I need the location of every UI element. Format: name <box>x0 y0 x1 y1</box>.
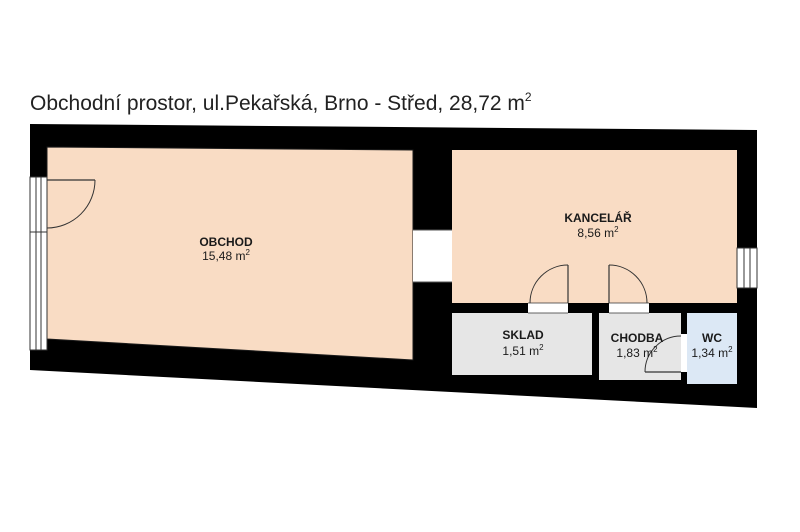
plan-title-superscript: 2 <box>524 90 532 104</box>
window-right <box>736 247 758 289</box>
room-chodba-floor <box>599 313 681 380</box>
room-wc-name: WC <box>702 331 722 345</box>
room-chodba-area: 1,83 m2 <box>616 345 658 360</box>
room-sklad-area: 1,51 m2 <box>502 343 544 358</box>
room-chodba-area-value: 1,83 m <box>616 346 653 360</box>
plan-title-text: Obchodní prostor, ul.Pekařská, Brno - St… <box>30 92 525 115</box>
door-sklad <box>528 264 569 314</box>
room-obchod-area-sup: 2 <box>245 248 250 257</box>
room-wc-area-value: 1,34 m <box>691 346 728 360</box>
room-obchod-floor <box>47 147 413 360</box>
room-chodba-area-sup: 2 <box>653 345 658 354</box>
room-kancelar-floor <box>452 150 737 303</box>
room-sklad-name: SKLAD <box>502 328 544 342</box>
room-obchod-area-value: 15,48 m <box>202 249 245 263</box>
plan-title: Obchodní prostor, ul.Pekařská, Brno - St… <box>30 90 532 116</box>
entrance-window-left <box>29 176 48 351</box>
room-chodba-name: CHODBA <box>611 331 664 345</box>
room-obchod-name: OBCHOD <box>199 235 253 249</box>
room-sklad-floor <box>452 313 592 375</box>
room-kancelar-area: 8,56 m2 <box>577 225 619 240</box>
room-wc-area-sup: 2 <box>728 345 733 354</box>
room-wc-area: 1,34 m2 <box>691 345 733 360</box>
room-kancelar-area-value: 8,56 m <box>577 226 614 240</box>
room-sklad-area-sup: 2 <box>539 343 544 352</box>
room-kancelar-area-sup: 2 <box>614 225 619 234</box>
room-obchod-area: 15,48 m2 <box>202 248 250 263</box>
door-chodba <box>608 264 649 314</box>
room-wc-floor <box>687 313 737 384</box>
entrance-door <box>46 179 96 229</box>
room-sklad-area-value: 1,51 m <box>502 344 539 358</box>
room-kancelar-name: KANCELÁŘ <box>564 210 632 225</box>
wall-opening <box>413 230 452 282</box>
door-wc <box>644 334 687 373</box>
